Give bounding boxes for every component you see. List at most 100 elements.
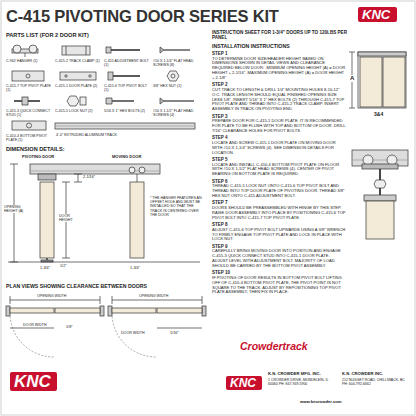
company-text: 212 NUGGET ROAD, CHILLIWACK, BC PH: 604-… [342,378,410,386]
hanger-illustration [363,155,373,165]
parts-sketches [62,46,90,55]
part-name: C-962 HANGER (1) [6,59,52,63]
parts-sketches [55,123,195,129]
dimension-detail [137,174,138,182]
step-heading: STEP 8 [212,222,346,227]
plan-views [157,308,202,313]
parts-sketches [60,72,96,80]
parts-sketches [171,74,175,78]
part-name: #10 X 1-1/2" FLAT HEAD SCREWS (4) [153,109,199,117]
dimension-label: OPENING HEIGHT (A) [3,205,29,213]
step-heading: STEP 9 [212,244,346,249]
plan-views [10,313,54,357]
parts-sketches [160,98,164,104]
section-heading: INSTALLATION INSTRUCTIONS [212,43,290,49]
dimension-detail [8,262,200,263]
dimension-label: DOOR WIDTH [22,323,48,327]
step-text: LOCATE AND SCREW C-415-1 DOOR PLATE ON M… [212,141,346,155]
door-elevation [383,57,405,107]
dimension-label: 1/8" [66,325,73,329]
logo-box: KNC [358,7,397,22]
hanger-illustration [366,201,394,239]
part-name: 3/8" HEX NUT (1) [153,84,199,88]
step-text: IF PIVOTING OF DOOR RESULTS IN BOTTOM PI… [212,276,346,295]
parts-sketches [108,72,113,80]
parts-sketches [160,47,164,53]
hanger-illustration [364,195,396,201]
dimension-label: OPENING WIDTH [36,294,67,298]
dimension-detail [62,258,70,259]
parts-sketches [106,47,111,53]
dimension-detail [8,164,200,262]
part-name: C-415-7 TOP PIVOT PLATE (1) [6,84,52,92]
parts-sketches [27,123,32,128]
dimension-label: 1-3/4" [40,266,50,270]
plan-views [55,308,100,313]
step-heading: STEP 4 [212,135,346,140]
dimension-detail [74,174,82,175]
plan-views [6,306,10,316]
dimension-detail [74,182,82,183]
dimension-label: 1/2" [60,264,67,268]
parts-sketches [164,100,194,101]
parts-sketches [29,45,37,53]
plan-views [10,328,54,329]
parts-sketches [55,126,195,127]
door-elevation [349,52,355,53]
parts-sketches [25,53,26,57]
plan-views [10,308,54,313]
part-name: 4'-0" EXTRUDED ALUMINUM TRACK [56,133,196,137]
title: C-415 PIVOTING DOOR SERIES KIT [6,7,279,26]
step-text: TO DETERMINE DOOR SIZE/HEADER HEIGHT BAS… [212,57,346,81]
part-name: C-415-3 QUICK CONNECT STUD (1) [6,109,52,117]
part-name: C-410-4 BOTTOM PIVOT PLATE (1) [6,134,52,142]
step-text: ADJUST C-415-6 TOP PIVOT BOLT UPWARDS US… [212,228,346,242]
parts-sketches [65,75,67,77]
dimension-detail [10,164,18,165]
step-text: CUT TRACK TO LENGTH & DRILL 1/4" MOUNTIN… [212,88,346,112]
parts-sketches [164,49,190,50]
part-name: 5/16 X 1" HEX BOLTS (2) [104,109,150,113]
logo-box: KNC [10,372,57,391]
parts-sketches [167,71,179,81]
parts-sketches [22,97,28,105]
dimension-detail [78,174,79,182]
step-heading: STEP 7 [212,200,346,205]
hanger-illustration [374,180,386,188]
parts-sketches [26,74,30,78]
dimension-label: 3&4 [374,112,383,118]
dimension-label: 1-3/4" [130,266,140,270]
parts-sketches [110,49,140,51]
section-heading: PLAN VIEWS SHOWING CLEARANCE BETWEEN DOO… [6,283,147,289]
logo-text: KNC [362,8,393,21]
part-name: C-415-2 TRACK CLAMP (1) [55,59,101,63]
step-heading: STEP 6 [212,179,346,184]
parts-sketches [66,46,67,55]
dimension-detail [129,167,135,173]
door-elevation [358,52,406,108]
dimension-label: 2-1/16" [83,175,95,179]
company-text: www.kncrowder.com [300,400,342,405]
dimension-detail [139,167,145,173]
logo-text: KNC [230,377,258,389]
part-name: C-415-6 TOP PIVOT BOLT (1) [104,84,150,92]
parts-sketches [112,75,140,77]
company-text: K.N. CROWDER INC. [342,372,383,377]
section-heading: INSTRUCTION SHEET FOR 1-3/4" DOORS UP TO… [212,30,352,41]
step-heading: STEP 2 [212,82,346,87]
part-name: C-415-1 DOOR PLATE (2) [55,84,101,88]
plan-views [100,306,104,316]
door-elevation [349,52,406,108]
hanger-illustration [352,150,408,239]
parts-sketches [12,121,46,130]
step-text: THREAD C-415-5 LOCK NUT ONTO C-415-6 TOP… [212,184,346,198]
dimension-label: DOOR WIDTH [120,331,146,335]
plan-views [6,296,206,357]
parts-sketches [86,46,87,55]
plan-views [100,296,101,304]
step-text: LOCATE AND INSTALL C-410-4 BOTTOM PIVOT … [212,163,346,177]
parts-sketches [80,97,86,105]
dimension-label: 1/16" [170,331,179,335]
dimension-label: DOOR HEIGHT [58,214,80,222]
